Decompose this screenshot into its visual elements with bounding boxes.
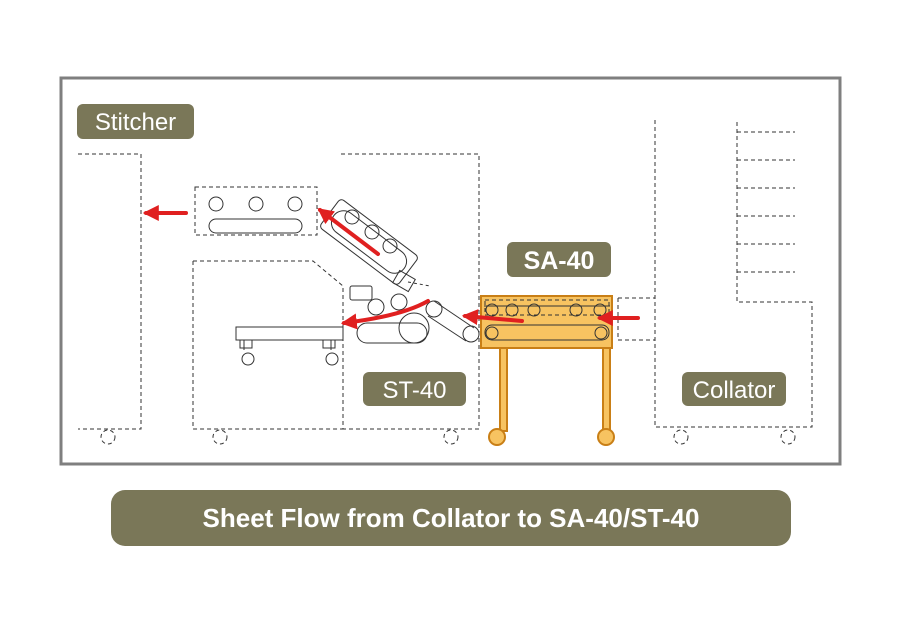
- sa40-label: SA-40: [507, 242, 611, 277]
- stitcher-label: Stitcher: [77, 104, 194, 139]
- diagram-caption: Sheet Flow from Collator to SA-40/ST-40: [111, 490, 791, 546]
- stitcher-machine: [78, 153, 142, 445]
- st40-machine: [192, 153, 480, 445]
- flow-arrow-sa40-to-st40: [461, 309, 524, 326]
- flow-arrows: [142, 205, 640, 330]
- sa40-machine: [480, 295, 615, 446]
- collator-label: Collator: [682, 372, 786, 406]
- st40-label: ST-40: [363, 372, 466, 406]
- svg-text:Collator: Collator: [693, 377, 776, 404]
- flow-arrow-st40-to-cart: [340, 299, 430, 330]
- svg-text:Stitcher: Stitcher: [95, 109, 176, 136]
- flow-arrow-st40-incline: [317, 208, 380, 256]
- svg-text:SA-40: SA-40: [524, 247, 595, 275]
- svg-text:ST-40: ST-40: [382, 377, 446, 404]
- collator-machine: [617, 120, 813, 445]
